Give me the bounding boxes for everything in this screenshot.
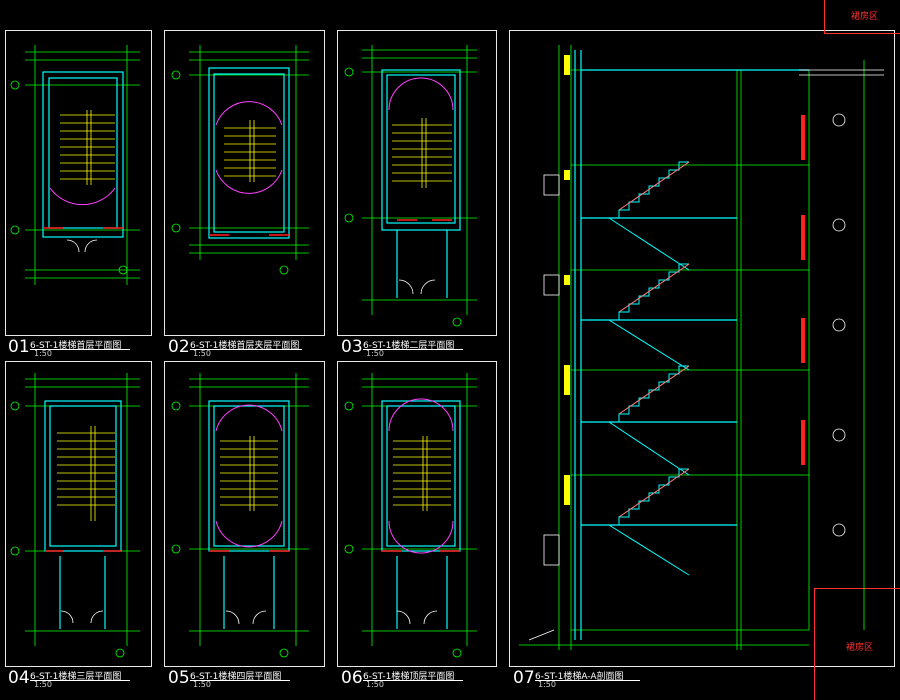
drawing-number-01: 01 — [8, 337, 30, 357]
drawing-number-02: 02 — [168, 337, 190, 357]
drawing-frame-05 — [164, 361, 325, 667]
drawing-frame-06 — [337, 361, 497, 667]
drawing-title-02: 6-ST-1楼梯首层夹层平面图 — [190, 341, 300, 351]
zone-box-bottom — [814, 588, 900, 700]
plan-drawing-03 — [344, 45, 477, 327]
drawing-frame-02 — [164, 30, 325, 336]
title-underline-05 — [190, 680, 290, 681]
title-underline-01 — [30, 349, 130, 350]
drawing-title-04: 6-ST-1楼梯三层平面图 — [30, 672, 122, 682]
drawing-scale-01: 1:50 — [34, 349, 52, 358]
zone-tag-top: 裙房区 — [851, 12, 879, 22]
drawing-number-06: 06 — [341, 668, 363, 688]
drawing-title-06: 6-ST-1楼梯顶层平面图 — [363, 672, 455, 682]
drawing-scale-07: 1:50 — [538, 680, 556, 689]
drawing-number-07: 07 — [513, 668, 535, 688]
title-underline-06 — [363, 680, 463, 681]
drawing-frame-03 — [337, 30, 497, 336]
plan-drawing-04 — [10, 373, 140, 658]
plan-drawing-01 — [10, 45, 140, 285]
drawing-title-03: 6-ST-1楼梯二层平面图 — [363, 341, 455, 351]
plan-drawing-02 — [171, 45, 309, 275]
drawing-frame-07 — [509, 30, 895, 667]
title-underline-03 — [363, 349, 463, 350]
title-underline-02 — [190, 349, 302, 350]
section-drawing-07 — [519, 45, 884, 650]
drawing-scale-06: 1:50 — [366, 680, 384, 689]
drawing-number-04: 04 — [8, 668, 30, 688]
drawing-scale-05: 1:50 — [193, 680, 211, 689]
drawing-frame-01 — [5, 30, 152, 336]
zone-tag-bottom: 裙房区 — [846, 643, 874, 653]
drawing-scale-04: 1:50 — [34, 680, 52, 689]
drawing-title-05: 6-ST-1楼梯四层平面图 — [190, 672, 282, 682]
title-underline-04 — [30, 680, 130, 681]
drawing-number-05: 05 — [168, 668, 190, 688]
drawing-scale-03: 1:50 — [366, 349, 384, 358]
title-underline-07 — [535, 680, 640, 681]
drawing-scale-02: 1:50 — [193, 349, 211, 358]
plan-drawing-05 — [171, 373, 309, 658]
drawing-title-07: 6-ST-1楼梯A-A剖面图 — [535, 672, 624, 682]
zone-box-top — [824, 0, 900, 34]
drawing-title-01: 6-ST-1楼梯首层平面图 — [30, 341, 122, 351]
plan-drawing-06 — [344, 373, 477, 658]
drawing-number-03: 03 — [341, 337, 363, 357]
drawing-frame-04 — [5, 361, 152, 667]
